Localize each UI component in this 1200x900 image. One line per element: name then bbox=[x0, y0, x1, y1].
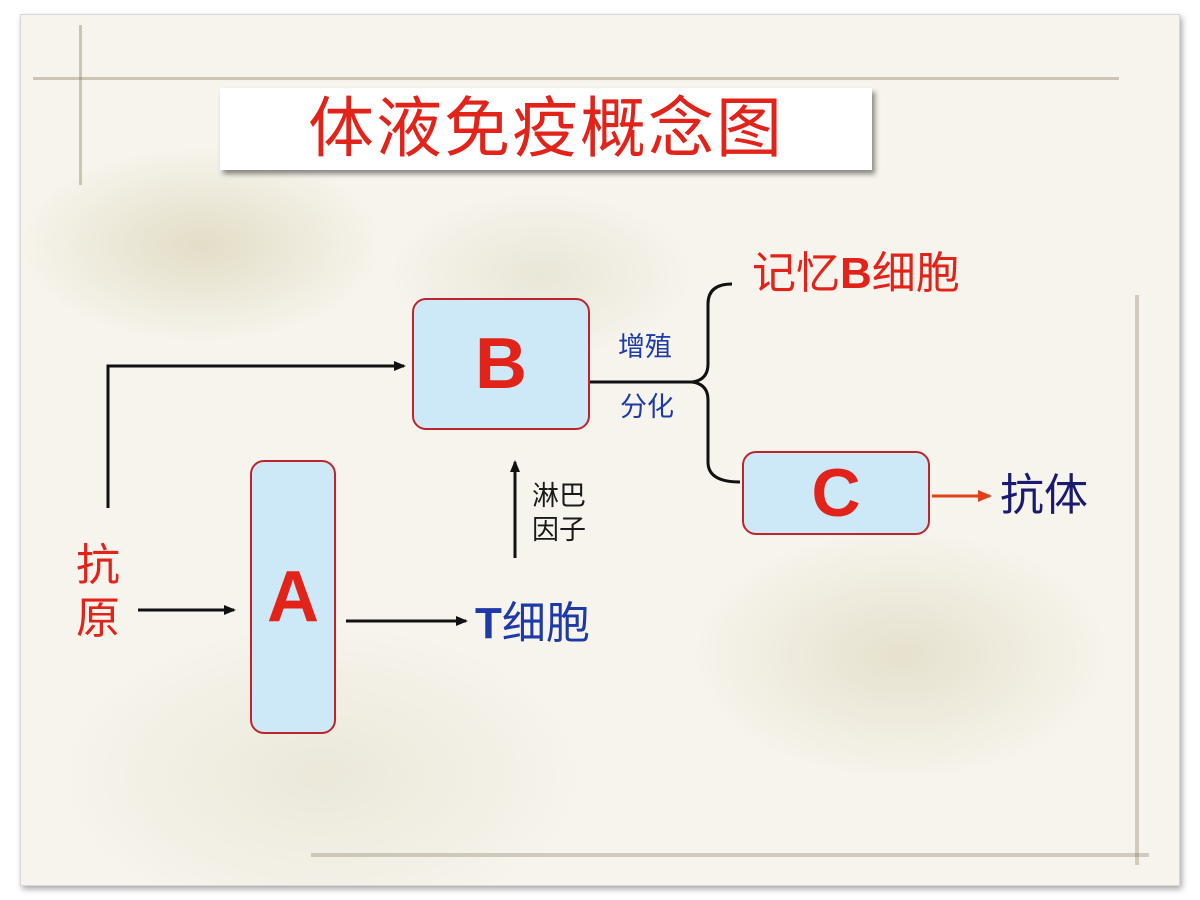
antibody-label: 抗体 bbox=[1000, 470, 1088, 521]
differentiation-label: 分化 bbox=[620, 392, 674, 423]
node-b-label: B bbox=[475, 324, 527, 404]
background-frame-right bbox=[1135, 295, 1139, 865]
memory-prefix: 记忆 bbox=[752, 248, 840, 299]
background-frame-top bbox=[33, 77, 1119, 80]
node-c: C bbox=[742, 451, 930, 535]
background-frame-bottom bbox=[311, 853, 1149, 857]
page-title: 体液免疫概念图 bbox=[308, 90, 784, 167]
t-cell-letter: T bbox=[475, 599, 502, 648]
node-a: A bbox=[250, 460, 336, 734]
background-frame-left bbox=[79, 25, 82, 185]
t-cell-suffix: 细胞 bbox=[501, 598, 590, 649]
t-cell-label: T细胞 bbox=[475, 598, 590, 651]
title-box: 体液免疫概念图 bbox=[220, 88, 872, 170]
node-c-label: C bbox=[811, 455, 861, 531]
memory-letter: B bbox=[840, 249, 872, 298]
memory-suffix: 细胞 bbox=[871, 248, 960, 299]
arrow-antigen-to-b bbox=[106, 361, 406, 508]
node-b: B bbox=[412, 298, 590, 430]
antigen-label: 抗原 bbox=[76, 540, 120, 644]
proliferation-label: 增殖 bbox=[618, 332, 672, 363]
lymphokine-label: 淋巴因子 bbox=[532, 481, 586, 546]
memory-b-cell-label: 记忆B细胞 bbox=[752, 248, 960, 301]
node-a-label: A bbox=[267, 557, 319, 637]
brace-branch bbox=[691, 282, 741, 484]
